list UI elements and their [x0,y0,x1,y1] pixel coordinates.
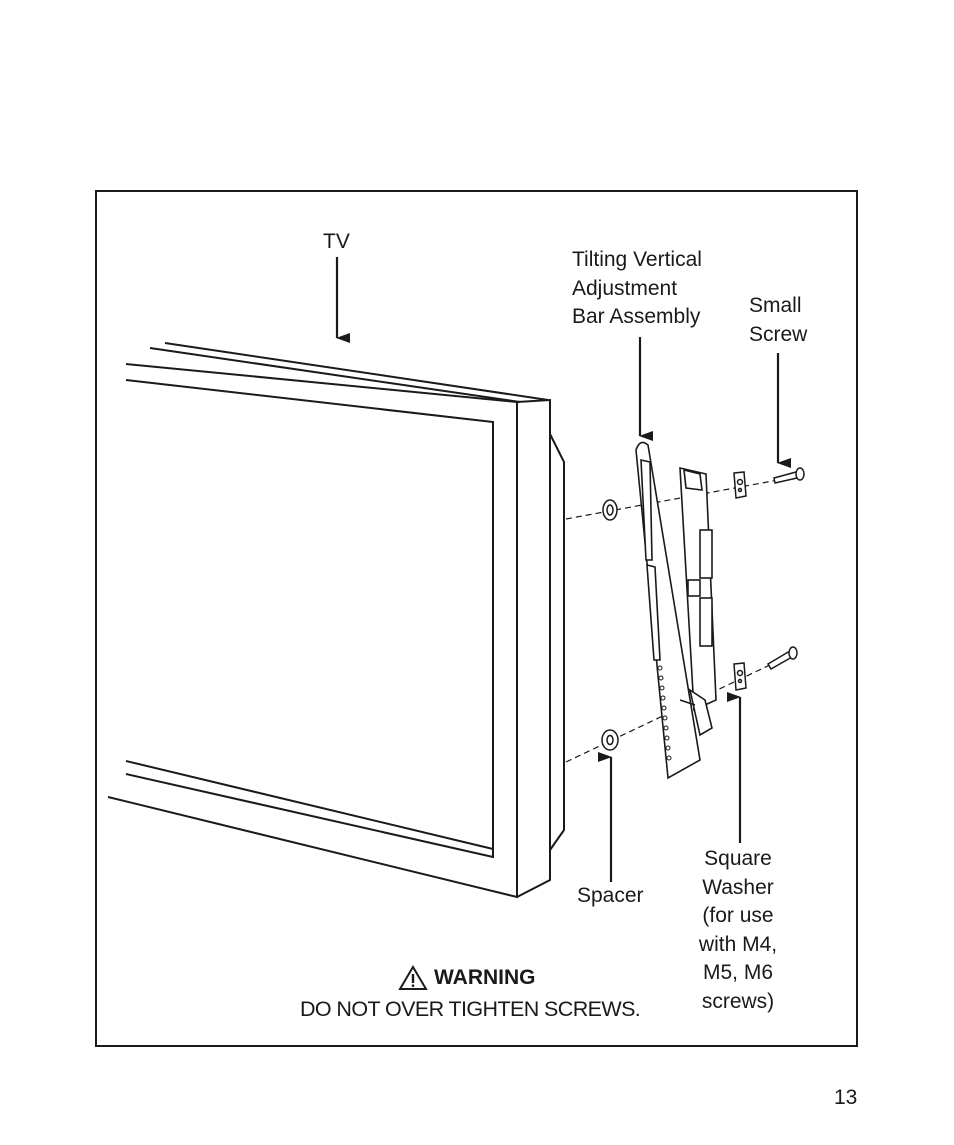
tv-illustration [107,342,565,899]
page-number: 13 [834,1086,858,1109]
spacer-label: Spacer [577,884,644,907]
square-washer-label: Square Washer (for use with M4, M5, M6 s… [698,847,778,1013]
small-screw-top [773,467,805,484]
spacer-top [602,499,618,521]
callout-arrows [335,257,791,882]
tv-label: TV [323,230,350,253]
small-screw-label: Small Screw [749,294,808,346]
warning-heading: WARNING [398,965,536,991]
square-washer-bottom [733,662,747,691]
diagram-frame [95,190,858,1047]
warning-title: WARNING [434,966,536,989]
small-screw-bottom [766,646,798,671]
spacer-bottom [601,729,619,751]
bar-assembly [635,441,717,780]
square-washer-top [733,471,747,499]
warning-triangle-icon [398,965,428,990]
warning-text: DO NOT OVER TIGHTEN SCREWS. [300,997,641,1021]
bar-assembly-label: Tilting Vertical Adjustment Bar Assembly [572,248,702,328]
